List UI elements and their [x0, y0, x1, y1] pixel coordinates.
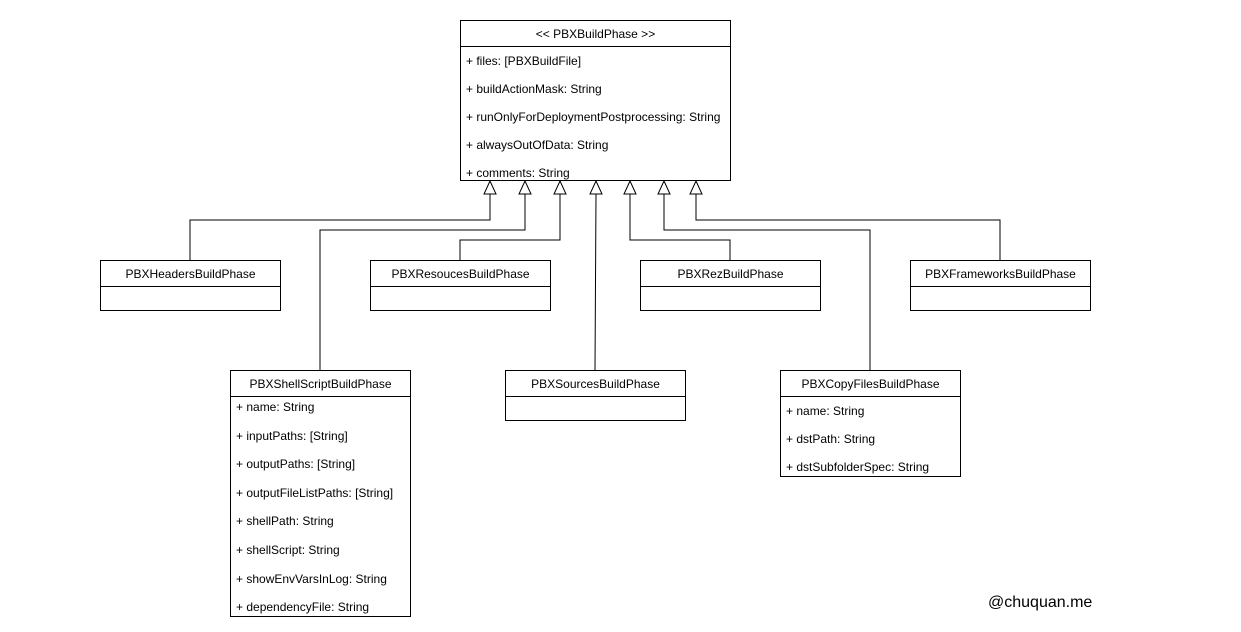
class-title: PBXResoucesBuildPhase [371, 261, 550, 287]
edge-copy-files [663, 194, 871, 370]
attribute: + dependencyFile: String [236, 600, 370, 615]
attribute: + files: [PBXBuildFile] [466, 54, 582, 68]
class-pbx-build-phase: << PBXBuildPhase >> + files: [PBXBuildFi… [460, 20, 731, 181]
watermark: @chuquan.me [988, 594, 1093, 611]
edge-frameworks [695, 194, 1001, 260]
attribute: + showEnvVarsInLog: String [236, 571, 387, 586]
class-headers-build-phase: PBXHeadersBuildPhase [100, 260, 281, 311]
class-sources-build-phase: PBXSourcesBuildPhase [505, 370, 686, 421]
arrowhead-headers [483, 179, 497, 195]
arrowhead-shell-script [518, 179, 532, 195]
attribute: + runOnlyForDeploymentPostprocessing: St… [466, 110, 721, 124]
edge-headers [189, 194, 491, 260]
class-title: PBXHeadersBuildPhase [101, 261, 280, 287]
class-copy-files-build-phase: PBXCopyFilesBuildPhase + name: String + … [780, 370, 961, 477]
class-title: << PBXBuildPhase >> [461, 21, 730, 47]
attribute-list: + name: String + dstPath: String + dstSu… [781, 397, 960, 481]
class-title: PBXRezBuildPhase [641, 261, 820, 287]
attribute: + dstPath: String [786, 432, 876, 446]
attribute: + inputPaths: [String] [236, 428, 348, 443]
attribute: + name: String [786, 404, 865, 418]
class-resources-build-phase: PBXResoucesBuildPhase [370, 260, 551, 311]
arrowhead-rez [623, 179, 637, 195]
attribute: + alwaysOutOfData: String [466, 138, 609, 152]
attribute: + buildActionMask: String [466, 82, 602, 96]
arrowhead-frameworks [689, 179, 703, 195]
class-frameworks-build-phase: PBXFrameworksBuildPhase [910, 260, 1091, 311]
attribute: + outputPaths: [String] [236, 457, 356, 472]
class-title: PBXSourcesBuildPhase [506, 371, 685, 397]
attribute: + comments: String [466, 166, 570, 180]
arrowhead-sources [589, 179, 603, 195]
edge-sources [594, 193, 597, 371]
attribute-list: + files: [PBXBuildFile] + buildActionMas… [461, 47, 730, 187]
attribute-list: + name: String + inputPaths: [String] + … [231, 397, 410, 626]
edge-resources [459, 194, 561, 260]
class-title: PBXShellScriptBuildPhase [231, 371, 410, 397]
attribute: + dstSubfolderSpec: String [786, 460, 930, 474]
class-title: PBXFrameworksBuildPhase [911, 261, 1090, 287]
arrowhead-copy-files [657, 179, 671, 195]
attribute: + shellPath: String [236, 514, 334, 529]
attribute: + outputFileListPaths: [String] [236, 485, 394, 500]
class-rez-build-phase: PBXRezBuildPhase [640, 260, 821, 311]
class-shell-script-build-phase: PBXShellScriptBuildPhase + name: String … [230, 370, 411, 617]
class-title: PBXCopyFilesBuildPhase [781, 371, 960, 397]
attribute: + name: String [236, 400, 315, 414]
edge-rez [629, 194, 731, 260]
attribute: + shellScript: String [236, 542, 340, 557]
arrowhead-resources [553, 179, 567, 195]
edge-shell-script [319, 194, 526, 370]
